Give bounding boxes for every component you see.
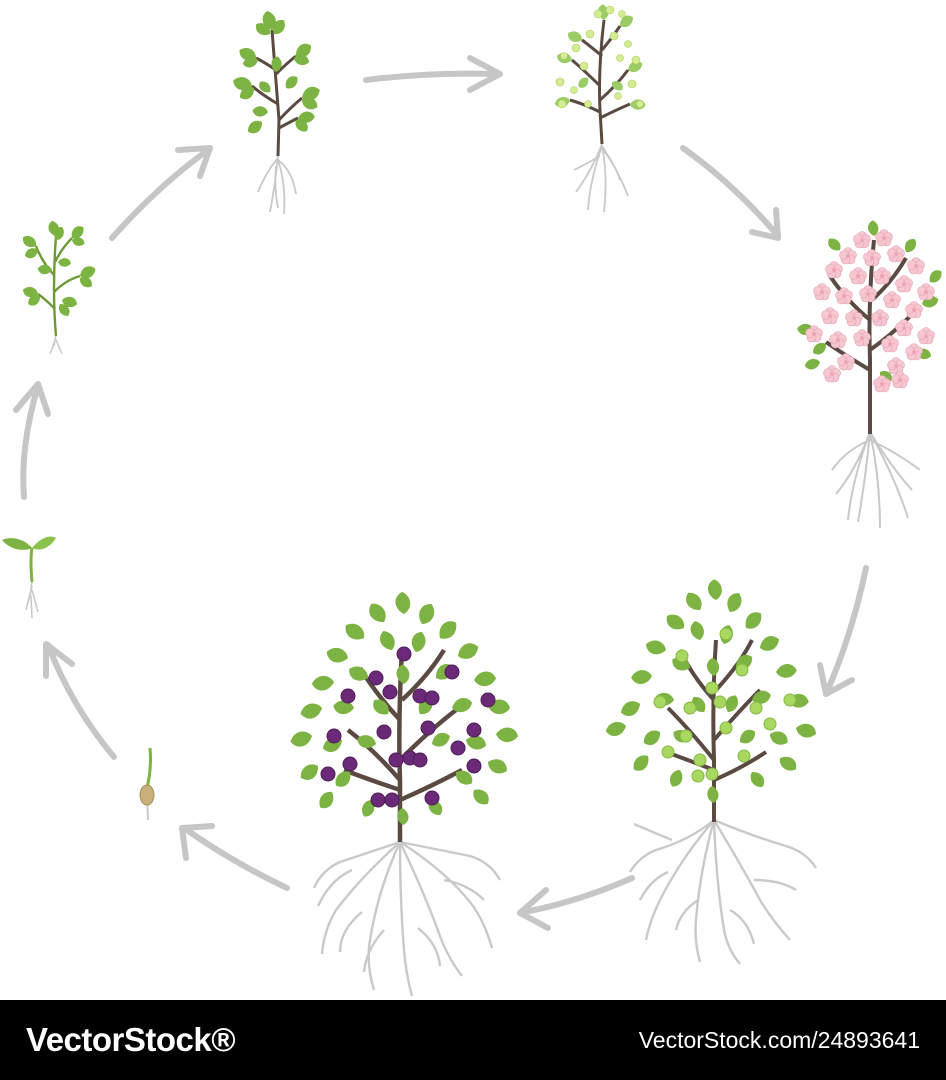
arrow-seedling-to-young [109, 145, 213, 241]
watermark-id: VectorStock.com/24893641 [638, 1027, 920, 1053]
arrow-green-fruit-to-ripe [517, 875, 635, 931]
growth-cycle-diagram [2, 4, 945, 997]
young-plant-icon [231, 9, 323, 215]
arrow-sapling-to-flowering [680, 145, 781, 241]
sprout-icon [2, 536, 56, 619]
arrow-young-to-sapling [363, 55, 503, 93]
arrow-ripe-to-seed [179, 823, 290, 891]
watermark-bar: VectorStock® VectorStock.com/24893641 [0, 1000, 946, 1080]
flowering-tree-icon [796, 220, 945, 529]
watermark-logo: VectorStock® [26, 1021, 236, 1058]
arrow-flowering-to-green-fruit [817, 565, 869, 697]
arrow-seed-to-sprout [43, 641, 117, 760]
arrow-sprout-to-seedling [13, 381, 51, 500]
germinating-seed-icon [139, 747, 155, 821]
ripe-plum-tree-icon [289, 591, 520, 997]
green-fruit-tree-icon [604, 579, 819, 965]
sapling-icon [553, 4, 647, 213]
cycle-arrows [13, 55, 869, 931]
seedling-icon [20, 219, 98, 355]
